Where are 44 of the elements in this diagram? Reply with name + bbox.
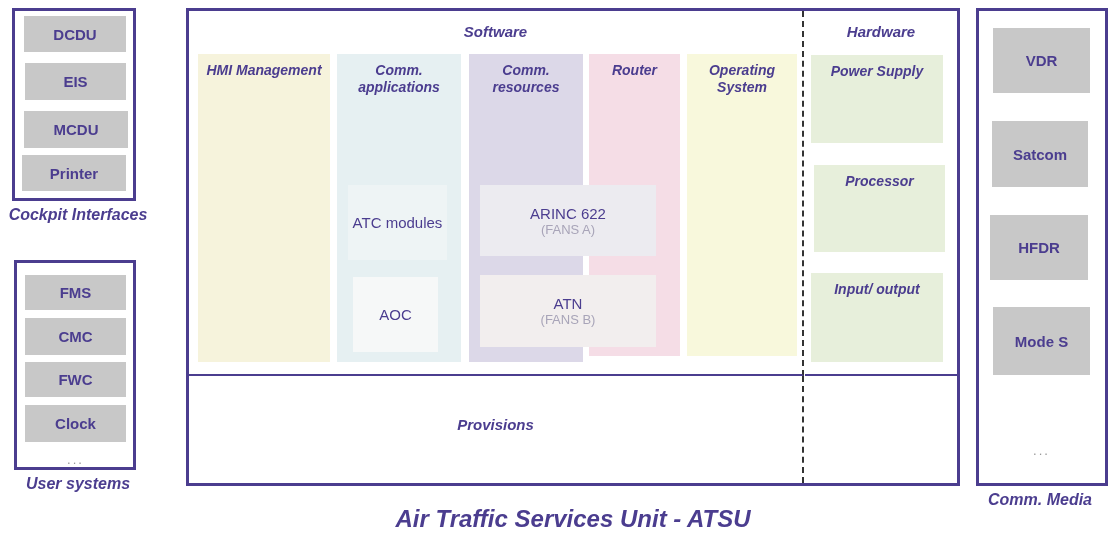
module-column (811, 55, 943, 143)
panel-caption: User systems (24, 474, 132, 494)
column-heading: Input/ output (833, 281, 921, 298)
unit-box: FMS (25, 275, 126, 310)
module-column (337, 54, 461, 362)
module-column (814, 165, 945, 252)
module-name: ARINC 622 (530, 204, 606, 222)
section-area (189, 11, 804, 376)
module-column (811, 273, 943, 362)
column-heading: Processor (844, 173, 916, 190)
module-box (480, 275, 656, 347)
unit-box: Mode S (993, 307, 1090, 375)
unit-box: MCDU (24, 111, 128, 148)
unit-box: FWC (25, 362, 126, 397)
unit-box: Clock (25, 405, 126, 442)
section-heading: Hardware (845, 23, 917, 40)
module-note: (FANS B) (540, 312, 596, 327)
unit-title: Air Traffic Services Unit - ATSU (394, 504, 752, 534)
panel-caption: Comm. Media (987, 490, 1093, 510)
module-column (198, 54, 330, 362)
unit-box: DCDU (24, 16, 126, 52)
unit-box: Printer (22, 155, 126, 191)
module-name: AOC (379, 306, 412, 323)
column-heading: Operating System (707, 62, 777, 96)
unit-box: EIS (25, 63, 126, 100)
section-heading: Software (462, 23, 529, 40)
ellipsis-text: ... (1032, 443, 1051, 460)
column-heading: Comm. applications (357, 62, 441, 96)
module-box (480, 185, 656, 256)
panel-caption: Cockpit Interfaces (8, 205, 148, 225)
unit-box: HFDR (990, 215, 1088, 280)
ellipsis-text: ... (66, 452, 85, 469)
unit-box: VDR (993, 28, 1090, 93)
unit-box: CMC (25, 318, 126, 355)
column-heading: Power Supply (829, 63, 925, 80)
unit-box: Satcom (992, 121, 1088, 187)
section-heading: Provisions (456, 416, 535, 433)
module-note: (FANS A) (540, 221, 596, 237)
module-name: ATC modules (352, 214, 443, 231)
column-heading: Router (610, 62, 659, 79)
column-heading: HMI Management (205, 62, 323, 79)
module-column (687, 54, 797, 356)
column-heading: Comm. resources (491, 62, 561, 96)
module-name: ATN (553, 295, 583, 312)
